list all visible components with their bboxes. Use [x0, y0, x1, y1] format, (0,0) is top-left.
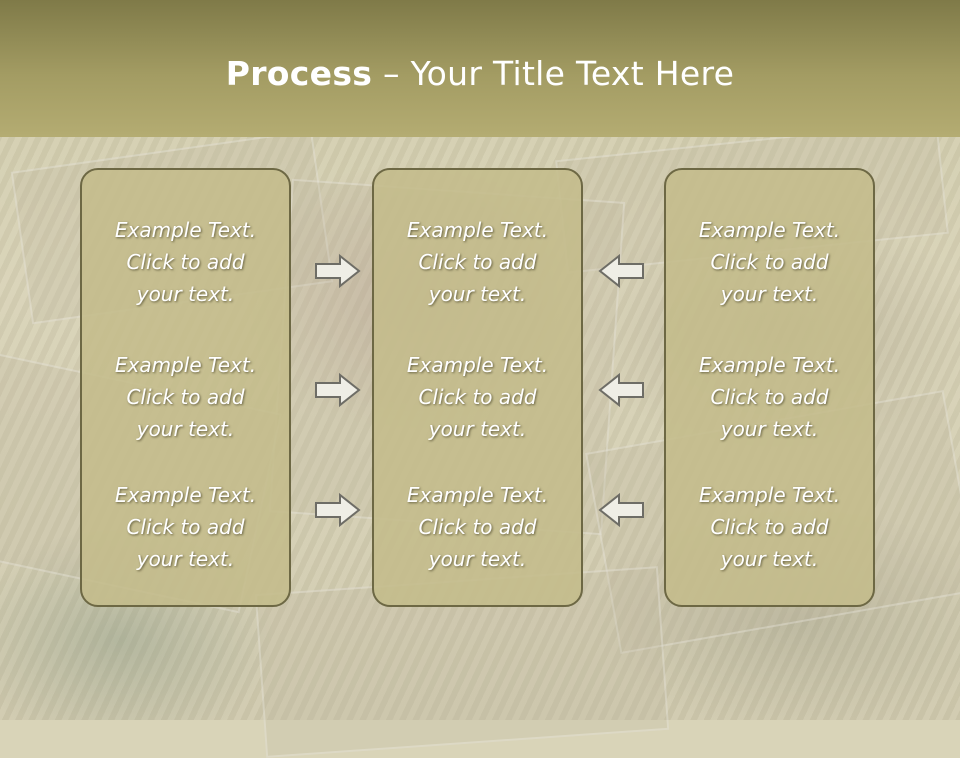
text-line: Example Text. [698, 353, 841, 377]
text-placeholder[interactable]: Example Text. Click to add your text. [374, 214, 581, 310]
text-line: Click to add [126, 515, 245, 539]
arrow-right-icon [315, 253, 361, 289]
text-line: Example Text. [698, 483, 841, 507]
text-placeholder[interactable]: Example Text. Click to add your text. [82, 479, 289, 575]
text-line: Example Text. [406, 218, 549, 242]
text-placeholder[interactable]: Example Text. Click to add your text. [82, 349, 289, 445]
text-line: Example Text. [114, 353, 257, 377]
text-line: your text. [136, 547, 235, 571]
process-column-1[interactable]: Example Text. Click to add your text. Ex… [80, 168, 291, 607]
arrow-right-icon [315, 492, 361, 528]
text-line: Example Text. [406, 483, 549, 507]
text-line: your text. [720, 417, 819, 441]
text-line: your text. [428, 547, 527, 571]
title-bar: Process – Your Title Text Here [0, 0, 960, 137]
text-line: your text. [720, 282, 819, 306]
text-line: Example Text. [698, 218, 841, 242]
text-line: Click to add [126, 385, 245, 409]
arrow-left-icon [598, 253, 644, 289]
text-line: Click to add [418, 250, 537, 274]
text-line: Click to add [710, 250, 829, 274]
text-placeholder[interactable]: Example Text. Click to add your text. [82, 214, 289, 310]
text-placeholder[interactable]: Example Text. Click to add your text. [666, 214, 873, 310]
arrow-left-icon [598, 492, 644, 528]
arrow-left-icon [598, 372, 644, 408]
process-column-2[interactable]: Example Text. Click to add your text. Ex… [372, 168, 583, 607]
text-line: Click to add [418, 515, 537, 539]
text-line: your text. [136, 417, 235, 441]
text-placeholder[interactable]: Example Text. Click to add your text. [666, 479, 873, 575]
process-column-3[interactable]: Example Text. Click to add your text. Ex… [664, 168, 875, 607]
text-placeholder[interactable]: Example Text. Click to add your text. [666, 349, 873, 445]
text-placeholder[interactable]: Example Text. Click to add your text. [374, 349, 581, 445]
text-line: Example Text. [406, 353, 549, 377]
text-line: your text. [136, 282, 235, 306]
title-rest: – Your Title Text Here [372, 54, 735, 93]
text-line: Click to add [418, 385, 537, 409]
text-line: your text. [428, 417, 527, 441]
text-placeholder[interactable]: Example Text. Click to add your text. [374, 479, 581, 575]
text-line: Click to add [126, 250, 245, 274]
text-line: your text. [428, 282, 527, 306]
text-line: your text. [720, 547, 819, 571]
text-line: Example Text. [114, 483, 257, 507]
text-line: Click to add [710, 515, 829, 539]
slide-title[interactable]: Process – Your Title Text Here [226, 54, 735, 93]
arrow-right-icon [315, 372, 361, 408]
text-line: Example Text. [114, 218, 257, 242]
text-line: Click to add [710, 385, 829, 409]
title-bold: Process [225, 54, 373, 93]
